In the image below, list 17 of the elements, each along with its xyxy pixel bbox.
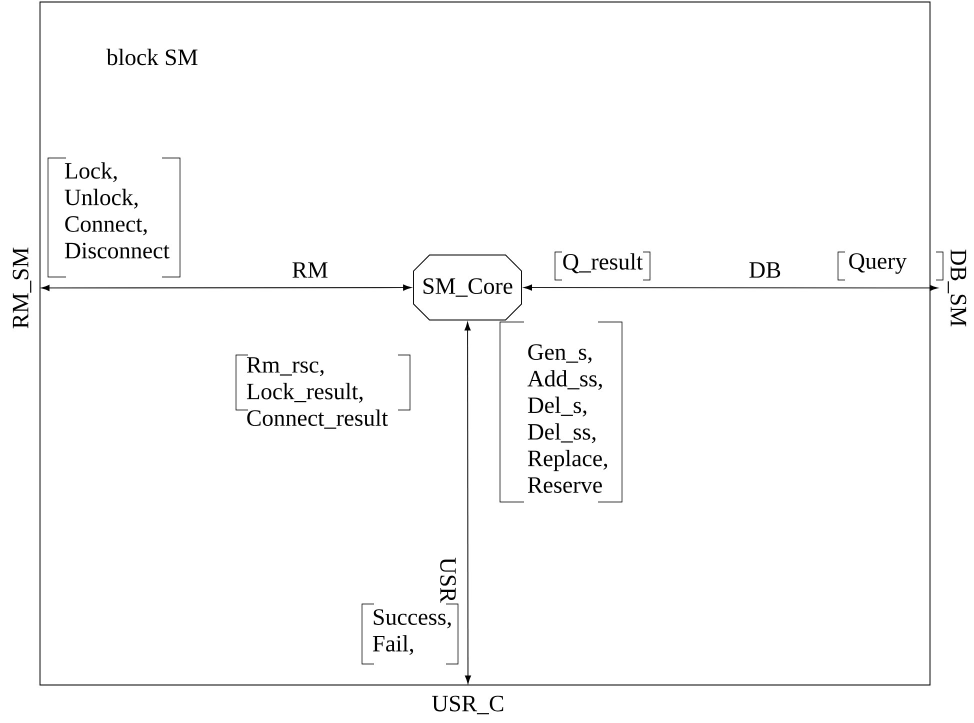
- gate-label: DB_SM: [948, 250, 966, 326]
- channel-arrow: [464, 322, 471, 684]
- signal-list: Gen_s, Add_ss, Del_s, Del_ss, Replace, Reserve: [500, 322, 622, 502]
- channel-label: USR: [438, 556, 458, 604]
- signal-list: Lock, Unlock, Connect, Disconnect: [48, 158, 180, 278]
- block-title: block SM: [106, 48, 198, 66]
- signal-list: Rm_rsc, Lock_result, Connect_result: [236, 354, 410, 429]
- channel-arrow: [524, 284, 938, 291]
- channel-label: RM: [290, 261, 330, 279]
- signal-list: Success, Fail,: [362, 604, 458, 664]
- channel-arrow: [41, 284, 412, 291]
- signal-list: Query: [838, 252, 944, 280]
- channel-label: DB: [748, 261, 782, 279]
- gate-label: USR_C: [432, 696, 504, 714]
- signal-list: Q_result: [554, 252, 650, 280]
- process-box: SM_Core: [413, 254, 522, 320]
- gate-label: RM_SM: [12, 248, 32, 328]
